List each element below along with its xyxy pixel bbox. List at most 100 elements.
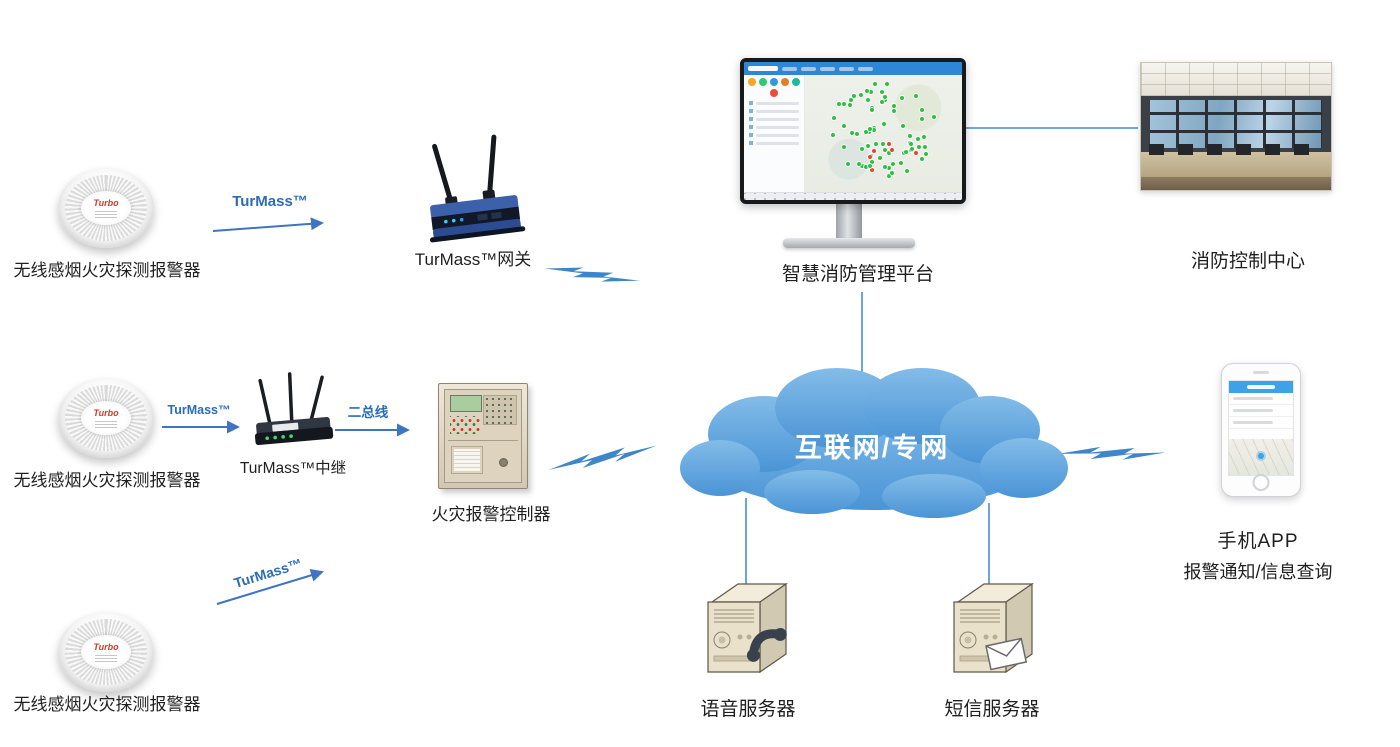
map-device-dot — [892, 108, 897, 113]
map-alarm-dot — [872, 148, 877, 153]
map-device-dot — [899, 96, 904, 101]
map-device-dot — [879, 89, 884, 94]
phone-screen — [1228, 380, 1294, 476]
envelope-icon — [985, 637, 1028, 671]
smoke-detector-2: Turbo — [58, 378, 154, 458]
map-device-dot — [921, 135, 926, 140]
map-device-dot — [852, 94, 857, 99]
detector-brand: Turbo — [93, 197, 119, 208]
map-device-dot — [863, 164, 868, 169]
map-device-dot — [870, 159, 875, 164]
app-title-skeleton — [1247, 385, 1275, 389]
dashboard-tree-item — [749, 101, 799, 105]
cloud-shape — [680, 368, 1068, 518]
detector-brand: Turbo — [93, 407, 119, 418]
map-device-dot — [872, 82, 877, 87]
dashboard-taskbar — [744, 192, 962, 200]
map-device-dot — [868, 164, 873, 169]
app-list-row — [1229, 393, 1293, 405]
arrow-detector3-network — [216, 569, 324, 605]
map-device-dot — [857, 161, 862, 166]
detector-label-3: 无线感烟火灾探测报警器 — [13, 695, 201, 714]
app-map — [1229, 439, 1293, 475]
map-device-dot — [924, 151, 929, 156]
map-device-dot — [885, 81, 890, 86]
map-device-dot — [870, 108, 875, 113]
map-device-dot — [919, 107, 924, 112]
edge-label-bus: 二总线 — [347, 405, 389, 420]
voice-server-device — [707, 582, 788, 674]
repeater-antenna-left — [258, 378, 272, 426]
control-room-desks — [1141, 144, 1331, 177]
desk-monitors — [1149, 144, 1323, 155]
lightning-gateway-platform — [544, 243, 640, 306]
platform-map — [805, 75, 962, 192]
map-device-dot — [860, 147, 865, 152]
map-device-dot — [923, 144, 928, 149]
controller-printer-slot — [451, 446, 483, 474]
map-device-dot — [916, 136, 921, 141]
lightning-controller-cloud — [548, 438, 657, 478]
monitor-stand-neck — [836, 204, 862, 240]
detector-label-2: 无线感烟火灾探测报警器 — [13, 471, 201, 490]
edge-label-turmass-2: TurMass™ — [167, 403, 231, 417]
detector-center: Turbo — [81, 191, 131, 225]
detector-center: Turbo — [81, 635, 131, 669]
map-device-dot — [874, 142, 879, 147]
dashboard-tree-item — [749, 125, 799, 129]
map-device-dot — [859, 163, 864, 168]
map-device-dot — [883, 94, 888, 99]
map-device-dot — [881, 142, 886, 147]
smoke-detector-3: Turbo — [58, 612, 154, 692]
monitor-screen — [740, 58, 966, 204]
map-device-dot — [842, 124, 847, 129]
sms-server-label: 短信服务器 — [944, 699, 1040, 720]
map-device-dot — [913, 94, 918, 99]
map-device-dot — [865, 144, 870, 149]
map-alarm-dot — [867, 155, 872, 160]
dashboard-logo — [748, 66, 778, 71]
control-room-photo — [1140, 62, 1332, 191]
map-device-dot — [869, 90, 874, 95]
map-device-dot — [841, 144, 846, 149]
detector-center: Turbo — [81, 401, 131, 435]
platform-label: 智慧消防管理平台 — [781, 264, 935, 285]
dashboard-menu-item — [801, 66, 816, 71]
map-device-dot — [870, 105, 875, 110]
handset-icon — [746, 627, 787, 662]
control-room-floor — [1141, 177, 1331, 190]
phone-home-button — [1252, 474, 1270, 491]
smoke-detector-1: Turbo — [58, 168, 154, 248]
map-device-dot — [882, 121, 887, 126]
controller-keypad — [483, 395, 517, 425]
map-device-dot — [887, 166, 892, 171]
gateway-antenna-left — [432, 143, 455, 208]
map-device-dot — [890, 161, 895, 166]
dashboard-header — [744, 62, 962, 75]
map-device-dot — [907, 133, 912, 138]
app-label-line1: 手机APP — [1217, 531, 1299, 552]
controller-label: 火灾报警控制器 — [431, 505, 551, 524]
map-device-dot — [858, 92, 863, 97]
map-device-dot — [830, 133, 835, 138]
map-device-dot — [883, 147, 888, 152]
control-center-label: 消防控制中心 — [1190, 251, 1306, 272]
turmass-gateway-device — [429, 134, 526, 243]
map-device-dot — [841, 101, 846, 106]
controller-panel — [444, 389, 522, 483]
map-device-dot — [883, 164, 888, 169]
map-alarm-dot — [870, 168, 875, 173]
controller-keyhole — [499, 458, 508, 467]
map-device-dot — [866, 97, 871, 102]
detector-fineprint — [95, 210, 117, 218]
app-list-row — [1229, 417, 1293, 429]
controller-indicator-leds — [450, 416, 480, 434]
mobile-phone — [1221, 363, 1301, 497]
map-device-dot — [920, 157, 925, 162]
map-device-dot — [910, 146, 915, 151]
map-device-dot — [886, 174, 891, 179]
map-device-dot — [890, 171, 895, 176]
map-device-dot — [847, 103, 852, 108]
voice-server-label: 语音服务器 — [700, 699, 796, 720]
